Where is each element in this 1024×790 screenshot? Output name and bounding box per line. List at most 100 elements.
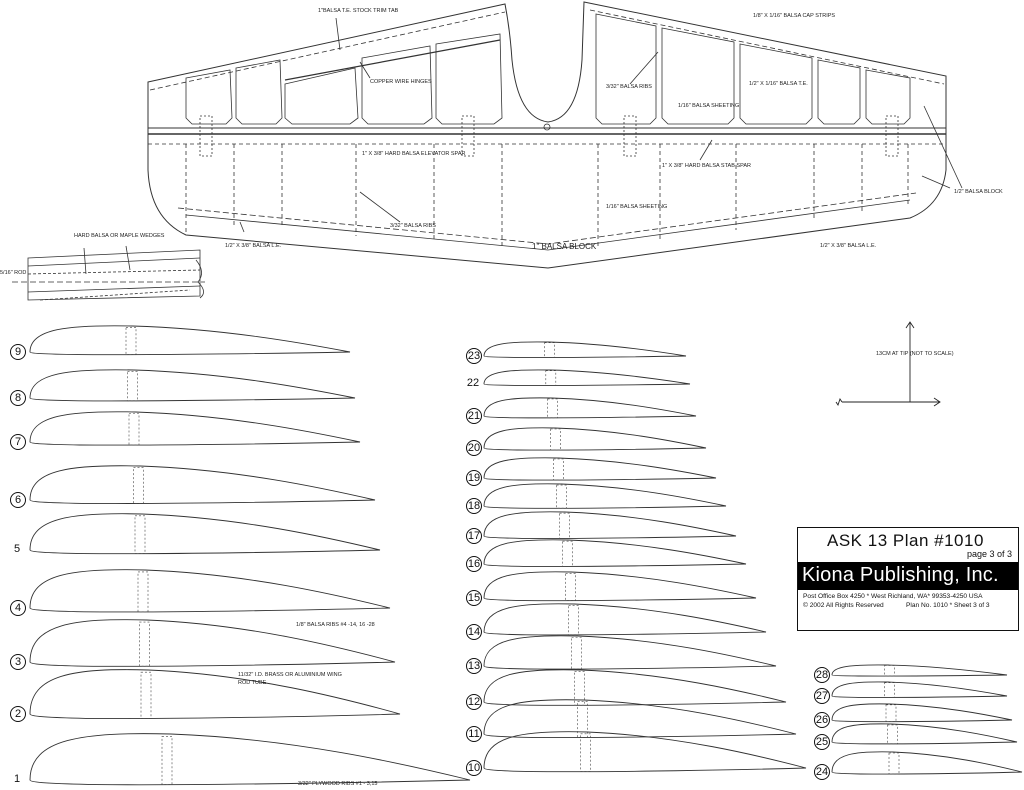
rib-number: 28	[814, 667, 830, 683]
rib-number: 23	[466, 348, 482, 364]
rib-outline	[831, 681, 1008, 698]
rib-number: 26	[814, 712, 830, 728]
rib-outline	[483, 369, 691, 386]
rib-spar-slot	[139, 621, 150, 667]
trim-tab-label: 1"BALSA T.E. STOCK TRIM TAB	[318, 8, 399, 14]
tube-note: 11/32" I.D. BRASS OR ALUMINIUM WING	[238, 672, 342, 678]
rib-spar-slot	[161, 735, 173, 785]
rib-outline	[483, 457, 717, 481]
company-address: Post Office Box 4250 * West Richland, WA…	[803, 593, 983, 600]
rib-number: 17	[466, 528, 482, 544]
rib-spar-slot	[553, 458, 564, 481]
rib-outline	[831, 664, 1008, 677]
rib-outline	[831, 751, 1023, 775]
rib-number: 1	[13, 773, 21, 785]
rib-outline	[29, 619, 396, 667]
plywood-note: 3/32" PLYWOOD RIBS #1 - 3,15	[298, 781, 378, 787]
te-right-label: 1/2" X 1/16" BALSA T.E.	[749, 81, 808, 87]
sheeting-lower-label: 1/16" BALSA SHEETING	[606, 204, 668, 210]
rib-number: 13	[466, 658, 482, 674]
rib-number: 8	[10, 390, 26, 406]
rib-number: 10	[466, 760, 482, 776]
rib-number: 19	[466, 470, 482, 486]
rib-spar-slot	[545, 370, 557, 386]
rib-spar-slot	[544, 342, 555, 358]
sheeting-upper-label: 1/16" BALSA SHEETING	[678, 103, 740, 109]
rib-outline	[831, 723, 1018, 745]
rib-outline	[483, 511, 737, 539]
rib-spar-slot	[137, 571, 149, 613]
elevator-spar-label: 1" X 3/8" HARD BALSA ELEVATOR SPAR	[362, 151, 466, 157]
horizontal-stabilizer-plan	[147, 1, 963, 269]
ribs-lower-label: 3/32" BALSA RIBS	[390, 223, 436, 229]
rib-number: 6	[10, 492, 26, 508]
rib-number: 12	[466, 694, 482, 710]
rib-outline	[29, 465, 376, 504]
rib-outline	[483, 483, 727, 509]
wedges-label: HARD BALSA OR MAPLE WEDGES	[74, 233, 165, 239]
rib-outline	[483, 669, 787, 706]
rib-number: 5	[13, 543, 21, 555]
balsa-ribs-note: 1/8" BALSA RIBS #4 -14, 16 -28	[296, 622, 375, 628]
rib-number: 2	[10, 706, 26, 722]
rib-spar-slot	[128, 413, 140, 446]
rod-label: 5/16" ROD	[0, 270, 27, 276]
rib-outline	[29, 733, 471, 786]
rib-spar-slot	[127, 371, 138, 402]
rib-outline	[29, 325, 351, 356]
rib-outline	[483, 427, 707, 451]
rib-spar-slot	[887, 724, 898, 745]
rib-number: 7	[10, 434, 26, 450]
rib-outline	[483, 699, 797, 738]
joiner-detail	[12, 245, 205, 301]
company-name: Kiona Publishing, Inc.	[802, 564, 999, 586]
rib-number: 11	[466, 726, 482, 742]
rib-spar-slot	[125, 326, 137, 355]
rib-spar-slot	[884, 665, 895, 677]
cap-strips-label: 1/8" X 1/16" BALSA CAP STRIPS	[753, 13, 836, 19]
rib-spar-slot	[556, 484, 567, 509]
ribs-upper-label: 3/32" BALSA RIBS	[606, 84, 652, 90]
rib-number: 25	[814, 734, 830, 750]
sheet-number: Plan No. 1010 * Sheet 3 of 3	[906, 602, 990, 609]
rib-spar-slot	[571, 637, 582, 670]
rib-outline	[483, 635, 777, 670]
rib-spar-slot	[550, 428, 561, 451]
balsa-block-label: 1" BALSA BLOCK	[532, 242, 597, 251]
rib-number: 21	[466, 408, 482, 424]
company-band: Kiona Publishing, Inc.	[798, 562, 1018, 590]
scale-arrows	[835, 321, 941, 407]
rib-outline	[29, 669, 401, 720]
rib-number: 9	[10, 344, 26, 360]
page-indicator: page 3 of 3	[966, 549, 1012, 559]
rib-outline	[483, 731, 807, 773]
scale-note: 13CM AT TIP (NOT TO SCALE)	[876, 351, 954, 357]
rib-number: 14	[466, 624, 482, 640]
rib-spar-slot	[140, 671, 152, 719]
rib-spar-slot	[884, 682, 895, 698]
balsa-block-right-label: 1/2" BALSA BLOCK	[954, 189, 1003, 195]
rib-spar-slot	[888, 752, 900, 775]
rib-number: 18	[466, 498, 482, 514]
rib-spar-slot	[133, 467, 144, 504]
rib-spar-slot	[547, 398, 558, 419]
rib-spar-slot	[574, 671, 585, 706]
rib-spar-slot	[134, 515, 146, 554]
tube-note-2: ROD TUBE	[238, 680, 267, 686]
rib-number: 3	[10, 654, 26, 670]
copyright: © 2002 All Rights Reserved	[803, 602, 884, 609]
copper-hinges-label: COPPER WIRE HINGES	[370, 79, 432, 85]
rib-number: 4	[10, 600, 26, 616]
rib-outline	[483, 571, 757, 602]
rib-outline	[483, 539, 747, 567]
rib-templates	[29, 325, 1023, 786]
rib-spar-slot	[562, 540, 573, 567]
rib-spar-slot	[885, 704, 897, 722]
rib-outline	[29, 569, 391, 613]
rib-outline	[29, 411, 361, 446]
rib-outline	[483, 341, 687, 358]
rib-number: 15	[466, 590, 482, 606]
rib-number: 20	[466, 440, 482, 456]
title-block: ASK 13 Plan #1010 page 3 of 3 Kiona Publ…	[797, 527, 1019, 631]
